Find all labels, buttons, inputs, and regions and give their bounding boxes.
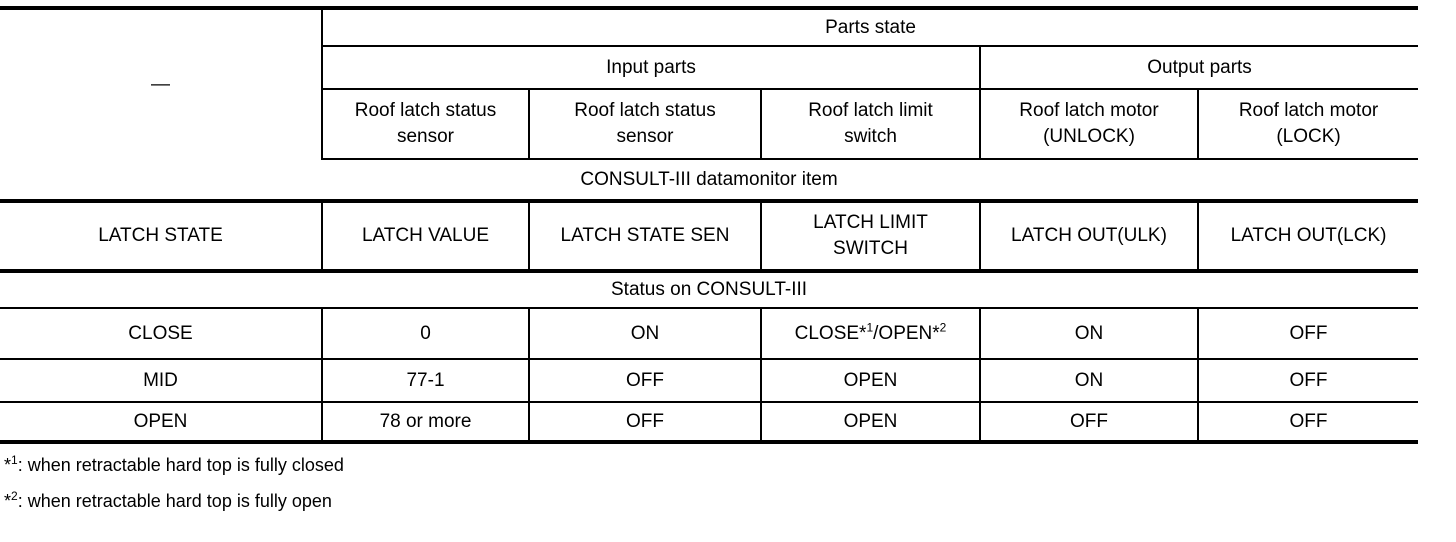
footnote-1-text: : when retractable hard top is fully clo… [17, 455, 344, 475]
footnote-2-marker: * [4, 491, 12, 512]
row-datamonitor-items: LATCH STATE LATCH VALUE LATCH STATE SEN … [0, 201, 1419, 273]
output-parts-header: Output parts [978, 46, 1419, 90]
consult-datamonitor-table: — Parts state Input parts Output parts R… [0, 6, 1419, 444]
footnote-1-marker: * [4, 455, 12, 475]
item-latch-state: LATCH STATE [0, 201, 322, 273]
cell-latch-limit-switch: OPEN [760, 402, 980, 444]
item-latch-value: LATCH VALUE [321, 201, 529, 273]
datamonitor-band-label: CONSULT-III datamonitor item [0, 159, 1419, 203]
footnote-1-sup: 1 [11, 453, 18, 467]
footnotes: *1: when retractable hard top is fully c… [0, 453, 1456, 514]
parts-state-header: Parts state [322, 6, 1419, 47]
corner-dash-cell: — [0, 6, 323, 159]
cell-latch-value: 77-1 [321, 359, 529, 403]
item-latch-out-ulk: LATCH OUT(ULK) [979, 201, 1198, 273]
footnote-2: *2: when retractable hard top is fully o… [4, 489, 1456, 514]
cell-latch-value: 78 or more [321, 402, 529, 444]
limit-switch-close-text: CLOSE* [794, 322, 867, 344]
status-band-label: Status on CONSULT-III [0, 271, 1419, 309]
corner-dash: — [151, 73, 170, 95]
table-row-mid: MID 77-1 OFF OPEN ON OFF [0, 359, 1419, 403]
cell-latch-limit-switch: CLOSE*1/OPEN*2 [760, 308, 980, 360]
cell-latch-state-sen: OFF [528, 359, 761, 403]
table-row-open: OPEN 78 or more OFF OPEN OFF OFF [0, 402, 1419, 444]
footnote-2-text: : when retractable hard top is fully ope… [17, 491, 332, 512]
row-status-band: Status on CONSULT-III [0, 271, 1419, 309]
item-latch-limit-switch: LATCH LIMIT SWITCH [760, 201, 980, 273]
cell-latch-state-sen: ON [528, 308, 761, 360]
row-parts-state: — Parts state [0, 6, 1419, 159]
cell-latch-state: CLOSE [0, 308, 322, 360]
col-header-roof-latch-status-sensor-2: Roof latch status sensor [528, 89, 761, 160]
item-latch-out-lck: LATCH OUT(LCK) [1196, 201, 1419, 273]
col-header-roof-latch-status-sensor-1: Roof latch status sensor [322, 89, 529, 160]
col-header-roof-latch-motor-lock: Roof latch motor (LOCK) [1196, 89, 1419, 160]
table-row-close: CLOSE 0 ON CLOSE*1/OPEN*2 ON OFF [0, 308, 1419, 360]
cell-latch-state-sen: OFF [528, 402, 761, 444]
cell-latch-out-ulk: ON [979, 308, 1198, 360]
col-header-roof-latch-limit-switch: Roof latch limit switch [760, 89, 980, 160]
footnote-ref-1: 1 [866, 320, 874, 335]
item-latch-state-sen: LATCH STATE SEN [528, 201, 761, 273]
cell-latch-limit-switch: OPEN [760, 359, 980, 403]
cell-latch-out-lck: OFF [1196, 402, 1419, 444]
cell-latch-state: OPEN [0, 402, 322, 444]
footnote-1: *1: when retractable hard top is fully c… [4, 453, 1456, 478]
cell-latch-state: MID [0, 359, 322, 403]
row-input-output: Input parts Output parts [0, 46, 1419, 90]
footnote-ref-2: 2 [939, 320, 947, 335]
cell-latch-value: 0 [321, 308, 529, 360]
cell-latch-out-ulk: ON [979, 359, 1198, 403]
col-header-roof-latch-motor-unlock: Roof latch motor (UNLOCK) [979, 89, 1198, 160]
input-parts-header: Input parts [322, 46, 980, 90]
cell-latch-out-lck: OFF [1196, 308, 1419, 360]
limit-switch-open-text: /OPEN* [873, 322, 940, 344]
cell-latch-out-ulk: OFF [979, 402, 1198, 444]
row-part-names: Roof latch status sensor Roof latch stat… [0, 89, 1419, 160]
footnote-2-sup: 2 [11, 489, 18, 504]
cell-latch-out-lck: OFF [1196, 359, 1419, 403]
row-datamonitor-band: CONSULT-III datamonitor item [0, 159, 1419, 203]
